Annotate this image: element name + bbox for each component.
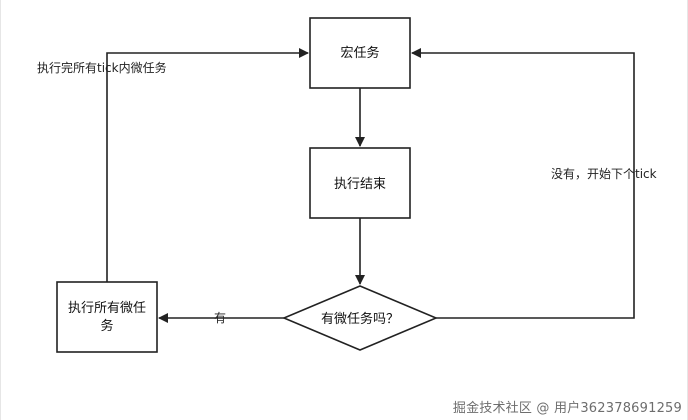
- macro-task-label: 宏任务: [340, 45, 379, 61]
- edge-label-no-next-tick: 没有，开始下个tick: [551, 166, 657, 181]
- edge-label-yes: 有: [214, 311, 226, 325]
- edge-microtasks-to-macro: [106, 48, 309, 282]
- left-frame-edge: [0, 0, 1, 420]
- edge-decision-no: [411, 48, 635, 319]
- execute-all-microtasks-node: [56, 281, 158, 353]
- edge-label-after-all-micro: 执行完所有tick内微任务: [37, 60, 167, 75]
- decision-label: 有微任务吗？: [321, 311, 399, 327]
- watermark-text: 掘金技术社区 @ 用户362378691259: [452, 401, 682, 416]
- macro-task-node: [309, 17, 411, 89]
- execution-end-node: [309, 147, 411, 219]
- has-microtask-decision: [281, 285, 439, 351]
- execute-all-label-line1: 执行所有微任: [68, 301, 146, 316]
- execute-all-label-line2: 务: [100, 318, 113, 334]
- execution-end-label: 执行结束: [334, 177, 386, 192]
